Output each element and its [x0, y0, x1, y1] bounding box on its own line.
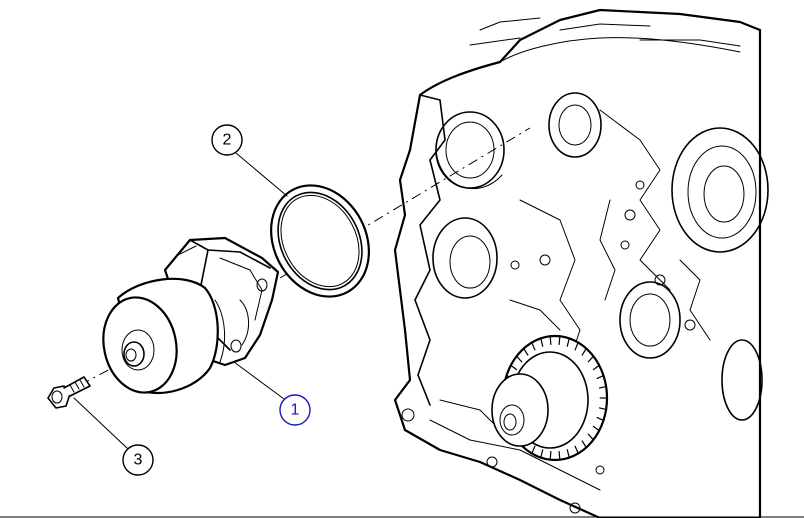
gear-tooth [549, 336, 552, 345]
gear-tooth [540, 449, 544, 458]
gear-tooth [558, 451, 561, 460]
block-bolt-heads [401, 180, 696, 514]
timing-gear [491, 334, 609, 462]
gear-tooth [516, 355, 523, 363]
gear-tooth [592, 364, 600, 371]
gear-tooth [531, 445, 536, 454]
callout-1-label: 1 [291, 402, 300, 419]
gear-tooth [558, 336, 561, 345]
gear-tooth [510, 364, 518, 371]
gear-tooth [549, 451, 552, 460]
callout-2: 2 [211, 124, 243, 156]
callout-2-circle [211, 124, 243, 156]
gear-tooth [574, 342, 579, 351]
gear-tooth [531, 342, 536, 351]
gear-tooth [581, 440, 587, 448]
callout-1-circle [279, 394, 311, 426]
gear-tooth [598, 386, 607, 389]
callout-2-label: 2 [223, 132, 232, 149]
engine-front-cover [393, 8, 769, 518]
gear-tooth [587, 355, 594, 363]
gear-tooth [566, 338, 570, 347]
gear-tooth [592, 425, 600, 432]
gear-tooth [566, 449, 570, 458]
gear-tooth [596, 375, 604, 380]
callout-3: 3 [122, 444, 154, 476]
gear-tooth [540, 338, 544, 347]
callout-3-label: 3 [134, 452, 143, 469]
leader-lines [73, 152, 288, 450]
gear-tooth [523, 348, 529, 356]
gear-tooth [587, 433, 594, 441]
callout-1: 1 [279, 394, 311, 426]
gear-tooth [596, 416, 604, 421]
gear-tooth [581, 348, 587, 356]
gear-tooth [598, 407, 607, 410]
bolt [47, 376, 91, 409]
gasket-o-ring [270, 184, 370, 298]
callout-3-circle [122, 444, 154, 476]
gear-tooth [574, 445, 579, 454]
water-pump [102, 236, 280, 395]
